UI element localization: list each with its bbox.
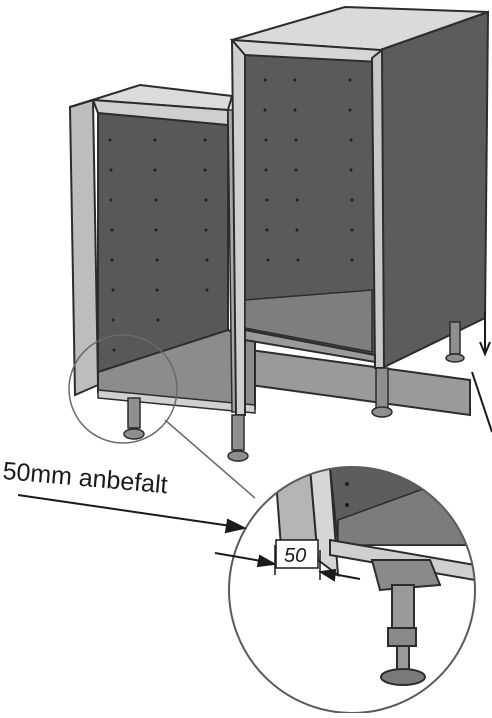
dimension-box [275, 539, 319, 569]
callout-arrow [17, 494, 247, 534]
zoomed-detail [229, 467, 475, 713]
cabinet-legs [123, 321, 465, 462]
detail-connector-line [164, 419, 256, 499]
detail-marker-circle [68, 334, 178, 444]
dimension-arrows [214, 552, 361, 582]
dimension-value: 50 [284, 545, 306, 567]
left-cabinet [68, 83, 256, 414]
right-cabinet [229, 5, 490, 416]
direction-arrows [471, 312, 492, 433]
